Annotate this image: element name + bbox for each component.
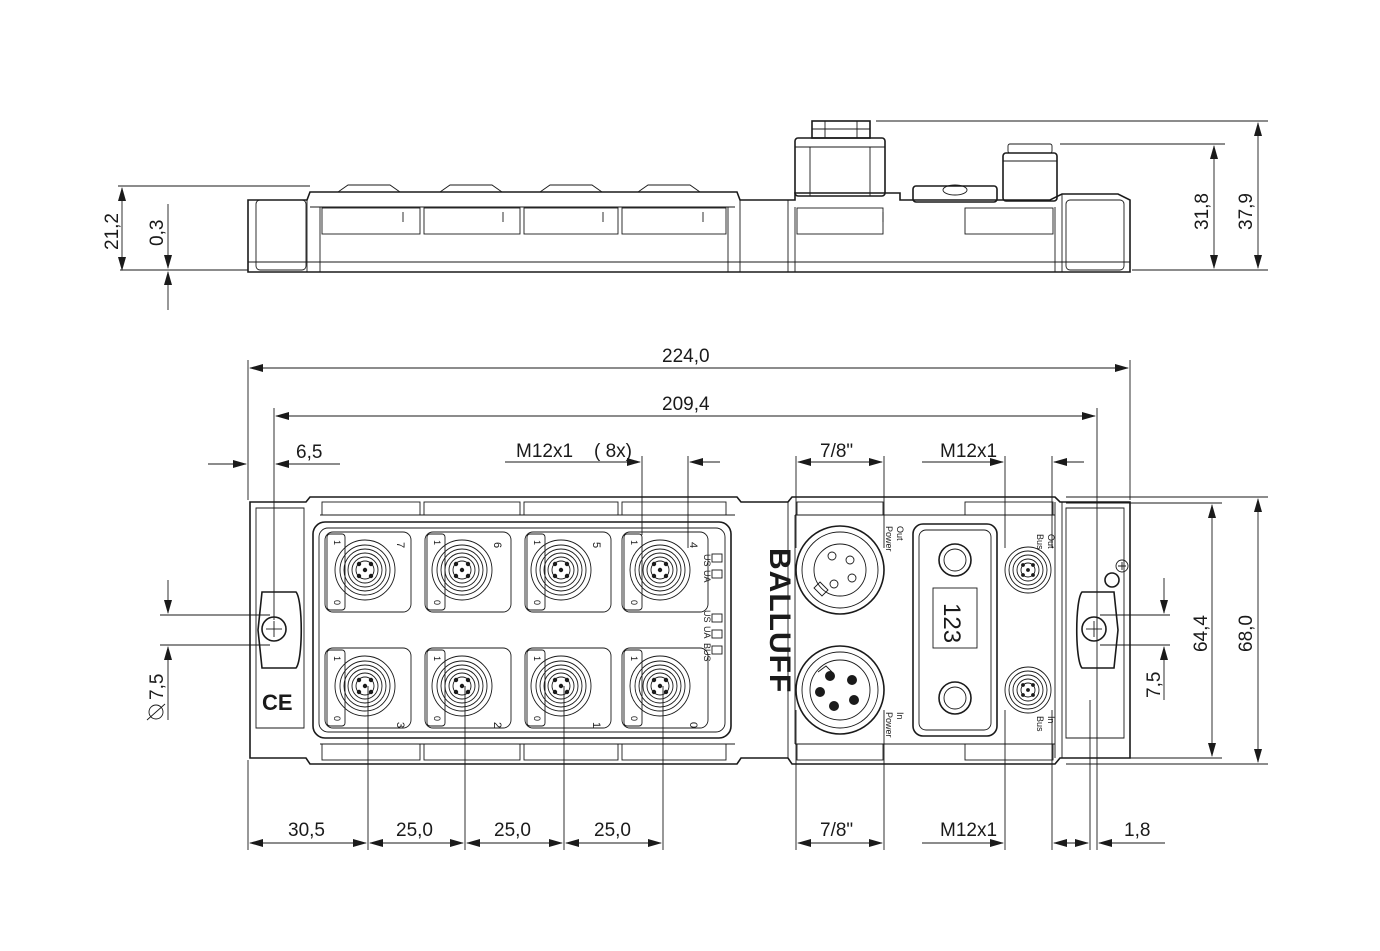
port-number-7: 7 <box>394 542 406 548</box>
dim-bus-connector-top: M12x1 <box>940 441 997 462</box>
address-display-window <box>912 523 998 737</box>
dim-port-thread: M12x1 <box>516 441 573 462</box>
pin-label: 0 <box>629 716 639 721</box>
bus-in-label-1: Bus <box>1035 716 1045 732</box>
dim-bottom-first: 30,5 <box>288 820 325 841</box>
pin-label: 1 <box>532 540 542 545</box>
brand-logo: BALLUFF <box>763 548 796 693</box>
port-field <box>312 521 732 739</box>
rotary-switch-top-icon <box>938 543 972 577</box>
dimension-lines <box>118 120 1268 850</box>
bus-out-label-2: Out <box>1046 534 1056 549</box>
pin-label: 0 <box>532 716 542 721</box>
dim-height-inner: 64,4 <box>1191 615 1212 652</box>
side-body-outline <box>247 191 1131 273</box>
pin-label: 1 <box>432 540 442 545</box>
diameter-symbol-icon <box>146 703 166 721</box>
led-label-ua-2: UA <box>702 626 712 639</box>
pin-label: 0 <box>629 600 639 605</box>
dim-bottom-pitch-1: 25,0 <box>396 820 433 841</box>
pin-label: 0 <box>332 716 342 721</box>
port-1-icon <box>524 647 612 729</box>
pin-label: 1 <box>332 656 342 661</box>
dim-side-offset: 0,3 <box>147 220 168 246</box>
dim-bus-connector-bottom: M12x1 <box>940 820 997 841</box>
dim-right-offset: 1,8 <box>1124 820 1150 841</box>
power-out-connector-icon <box>795 525 885 615</box>
port-number-4: 4 <box>687 542 699 548</box>
port-number-6: 6 <box>491 542 503 548</box>
pin-label: 0 <box>532 600 542 605</box>
power-out-label-2: Out <box>895 526 905 541</box>
dim-bottom-pitch-2: 25,0 <box>494 820 531 841</box>
status-leds: US UA US UA BUS <box>702 553 723 662</box>
bus-out-label-1: Bus <box>1035 534 1045 550</box>
led-label-ua-1: UA <box>702 570 712 583</box>
dim-power-connector-bottom: 7/8" <box>820 820 853 841</box>
rotary-switch-bottom-icon <box>938 681 972 715</box>
pin-label: 0 <box>332 600 342 605</box>
pin-label: 0 <box>432 600 442 605</box>
pin-label: 1 <box>432 656 442 661</box>
port-number-1: 1 <box>590 722 602 728</box>
port-2-icon <box>424 647 512 729</box>
led-label-us-2: US <box>702 610 712 623</box>
port-number-2: 2 <box>491 722 503 728</box>
power-in-label-1: Power <box>884 712 894 738</box>
port-number-3: 3 <box>394 722 406 728</box>
dim-side-height-right: 37,9 <box>1236 193 1257 230</box>
led-label-bus: BUS <box>702 643 712 662</box>
dim-side-height-mid: 31,8 <box>1192 193 1213 230</box>
port-4-icon <box>621 531 709 613</box>
port-number-0: 0 <box>687 722 699 728</box>
port-7-icon <box>324 531 412 613</box>
bus-out-connector-icon <box>1004 546 1052 594</box>
dim-bottom-pitch-3: 25,0 <box>594 820 631 841</box>
pin-label: 1 <box>629 540 639 545</box>
dim-hole-diameter: 7,5 <box>147 674 168 700</box>
dimension-labels: 21,2 0,3 31,8 37,9 224,0 209,4 6,5 M12x1… <box>102 193 1257 841</box>
dim-side-height-left: 21,2 <box>102 213 123 250</box>
port-number-5: 5 <box>590 542 602 548</box>
mounting-hole-right-icon <box>1081 616 1107 642</box>
dim-hole-offset: 7,5 <box>1144 672 1165 698</box>
dim-mount-spacing: 209,4 <box>662 394 710 415</box>
address-display-value: 123 <box>938 603 965 643</box>
top-view: 7 6 5 4 3 2 1 0 1 0 1 0 1 0 1 0 1 0 1 0 … <box>249 496 1131 765</box>
power-in-connector-icon <box>795 645 885 735</box>
pin-label: 1 <box>532 656 542 661</box>
pin-label: 1 <box>629 656 639 661</box>
dim-total-length: 224,0 <box>662 346 710 367</box>
ground-symbol-icon <box>1104 572 1120 588</box>
bus-in-connector-icon <box>1004 666 1052 714</box>
dim-height-total: 68,0 <box>1236 615 1257 652</box>
dim-power-connector-top: 7/8" <box>820 441 853 462</box>
port-6-icon <box>424 531 512 613</box>
port-5-icon <box>524 531 612 613</box>
dim-edge-offset: 6,5 <box>296 442 322 463</box>
dim-port-count: ( 8x) <box>594 441 632 462</box>
pin-label: 0 <box>432 716 442 721</box>
led-label-us-1: US <box>702 554 712 567</box>
bus-in-label-2: In <box>1046 716 1056 724</box>
pin-label: 1 <box>332 540 342 545</box>
power-out-label-1: Power <box>884 526 894 552</box>
ce-mark: CE <box>262 690 293 715</box>
power-in-label-2: In <box>895 712 905 720</box>
side-view <box>120 120 1131 273</box>
port-0-icon <box>621 647 709 729</box>
